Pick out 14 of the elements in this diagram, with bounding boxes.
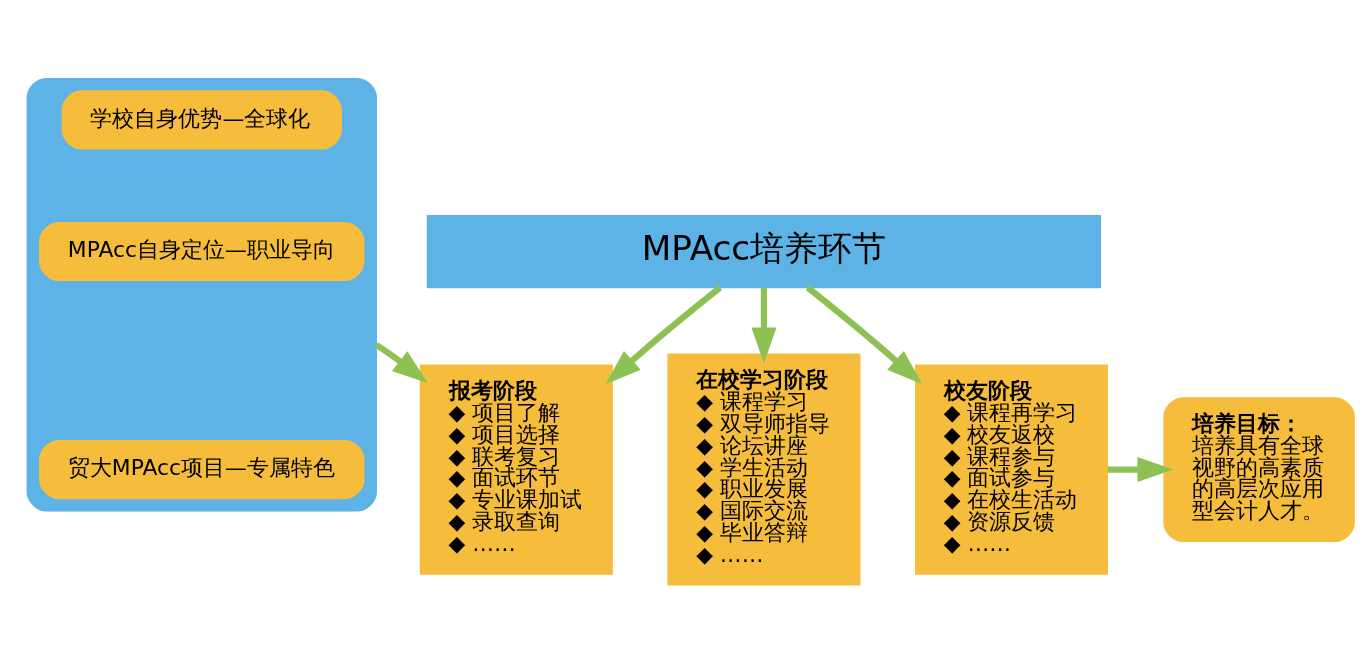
arrow [605, 284, 723, 384]
node-box: 在校学习阶段 ◆ 课程学习 ◆ 双导师指导 ◆ 论坛讲座 ◆ 学生活动 ◆ 职业发展 ◆ 国际交流 ◆ 毕业答辩 ◆ …… [667, 353, 861, 586]
node-box: 学校自身优势—全球化 [61, 89, 342, 150]
arrow [751, 287, 777, 363]
node-box: 报考阶段 ◆ 项目了解 ◆ 项目选择 ◆ 联考复习 ◆ 面试环节 ◆ 专业课加试 ◆ 录取查询 ◆ …… [419, 363, 613, 575]
arrow [805, 284, 923, 384]
node-box: 贸大MPAcc项目—专属特色 [39, 439, 365, 499]
node-box: MPAcc培养环节 [426, 214, 1102, 288]
cluster [26, 77, 377, 512]
node-box: MPAcc自身定位—职业导向 [39, 221, 365, 281]
node-box: 培养目标： 培养具有全球视野的高素质的高层次应用型会计人才。 [1163, 396, 1355, 542]
arrow [374, 341, 428, 383]
arrow [1107, 456, 1174, 482]
node-box: 校友阶段 ◆ 课程再学习 ◆ 校友返校 ◆ 课程参与 ◆ 面试参与 ◆ 在校生活动 ◆ 资源反馈 ◆ …… [914, 363, 1109, 575]
